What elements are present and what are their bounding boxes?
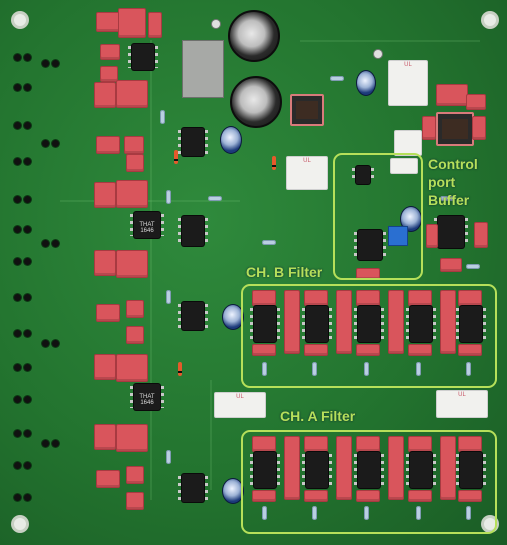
resistor (166, 190, 171, 204)
resistor (262, 240, 276, 245)
relay (394, 130, 422, 156)
op-amp-chip (178, 216, 208, 246)
resistor (166, 450, 171, 464)
film-capacitor (126, 300, 144, 318)
that-1646-chip: THAT 1646 (130, 212, 164, 238)
film-capacitor (422, 116, 436, 140)
film-capacitor (116, 250, 148, 278)
mounting-hole (484, 14, 496, 26)
film-capacitor (116, 354, 148, 382)
film-capacitor (436, 84, 468, 106)
film-capacitor (118, 8, 146, 38)
resistor (330, 76, 344, 81)
op-amp-chip (178, 302, 208, 330)
film-capacitor (124, 136, 144, 154)
film-capacitor (440, 258, 462, 272)
ch-a-filter-label: CH. A Filter (280, 408, 356, 424)
pcb-trace (60, 200, 240, 202)
film-capacitor (100, 44, 120, 60)
film-capacitor (126, 492, 144, 510)
film-capacitor (96, 136, 120, 154)
ch-a-filter-box (241, 430, 497, 534)
op-amp-chip (128, 44, 158, 70)
relay (390, 158, 418, 174)
film-capacitor (96, 12, 120, 32)
control-label-line1: Control (428, 156, 478, 172)
film-capacitor (94, 182, 116, 208)
test-point (212, 20, 220, 28)
ic-socket (290, 94, 324, 126)
ch-b-filter-box (241, 284, 497, 388)
op-amp-chip (354, 230, 386, 260)
op-amp-chip (178, 128, 208, 156)
film-capacitor (474, 222, 488, 248)
small-electrolytic-capacitor (356, 70, 376, 96)
film-capacitor (148, 12, 162, 38)
film-capacitor (126, 326, 144, 344)
film-capacitor (94, 82, 116, 108)
op-amp-chip (178, 474, 208, 502)
film-capacitor (126, 154, 144, 172)
terminal-block (182, 40, 224, 98)
diode (272, 156, 276, 170)
control-port-buffer-label: Control port Buffer (428, 155, 478, 209)
film-capacitor (116, 424, 148, 452)
mounting-hole (14, 14, 26, 26)
resistor (166, 290, 171, 304)
film-capacitor (472, 116, 486, 140)
control-port-buffer-box (333, 153, 423, 280)
pcb-trace (300, 40, 480, 42)
ic-socket (436, 112, 474, 146)
electrolytic-capacitor (230, 76, 282, 128)
resistor (208, 196, 222, 201)
film-capacitor (94, 250, 116, 276)
relay: UL (388, 60, 428, 106)
film-capacitor (96, 470, 120, 488)
transistor (352, 166, 374, 184)
electrolytic-capacitor (228, 10, 280, 62)
film-capacitor (116, 180, 148, 208)
diode (174, 150, 178, 164)
film-capacitor (96, 304, 120, 322)
small-electrolytic-capacitor (222, 304, 244, 330)
that-1646-chip: THAT 1646 (130, 384, 164, 410)
small-electrolytic-capacitor (222, 478, 244, 504)
pcb-trace (150, 40, 152, 500)
relay: UL (214, 392, 266, 418)
film-capacitor (94, 424, 116, 450)
resistor (466, 264, 480, 269)
film-capacitor (426, 224, 438, 248)
trimmer-potentiometer (388, 226, 408, 246)
film-capacitor (100, 66, 118, 82)
pcb-trace (210, 380, 212, 490)
film-capacitor (94, 354, 116, 380)
film-capacitor (126, 466, 144, 484)
op-amp-chip (434, 216, 468, 248)
control-label-line2: port (428, 174, 456, 190)
film-capacitor (116, 80, 148, 108)
film-capacitor (466, 94, 486, 110)
resistor (440, 196, 454, 201)
small-electrolytic-capacitor (220, 126, 242, 154)
relay: UL (436, 390, 488, 418)
relay: UL (286, 156, 328, 190)
test-point (374, 50, 382, 58)
ch-b-filter-label: CH. B Filter (246, 264, 323, 280)
mounting-hole (14, 518, 26, 530)
control-label-line3: Buffer (428, 192, 470, 208)
diode (178, 362, 182, 376)
resistor (160, 110, 165, 124)
